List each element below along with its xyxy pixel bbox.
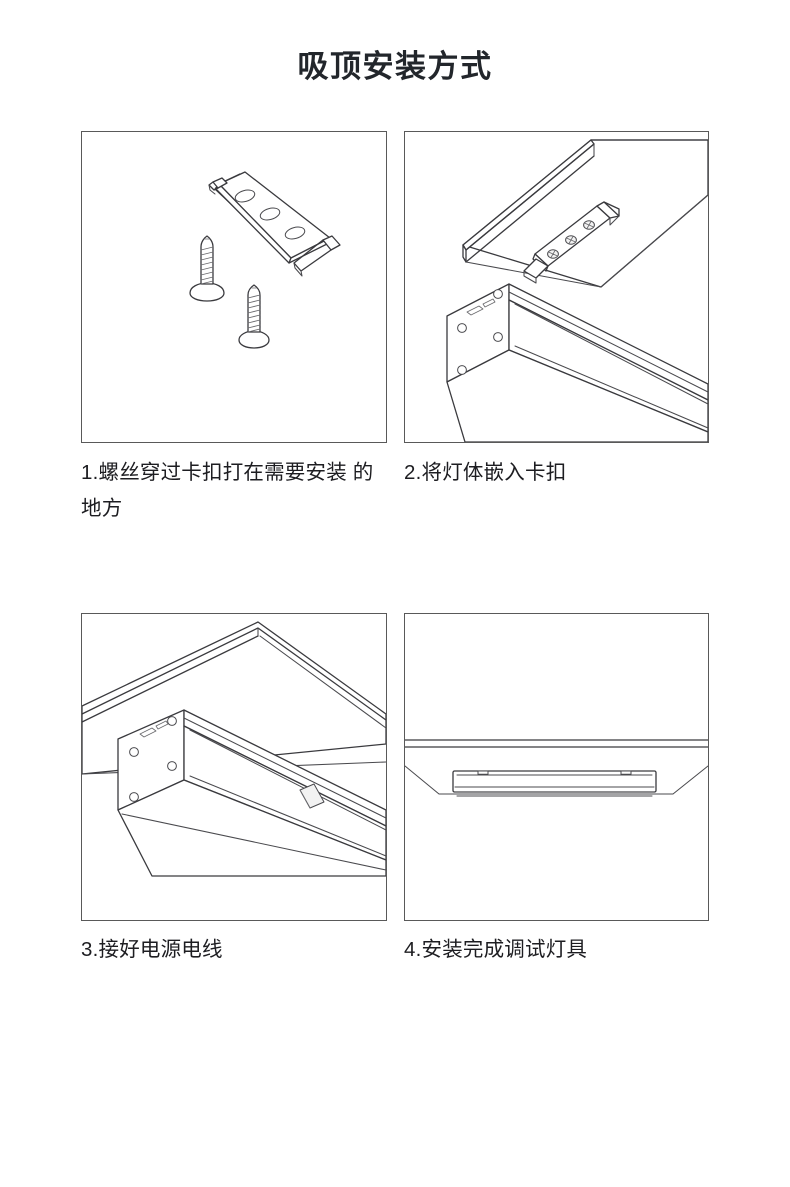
- cable-connector-icon: [299, 783, 325, 809]
- step-4-illustration-panel: [404, 613, 709, 921]
- ceiling-line-icon: [405, 739, 708, 748]
- page-title: 吸顶安装方式: [297, 49, 493, 84]
- step-1-illustration-panel: [81, 131, 387, 443]
- bracket-and-screws-drawing: [189, 171, 341, 349]
- bracket-on-ceiling-and-fixture-drawing: [446, 139, 708, 442]
- step-3-caption: 3.接好电源电线: [81, 938, 223, 961]
- ceiling-bevel-icon: [405, 765, 708, 795]
- bracket-screw-3: [583, 220, 595, 230]
- step-2-illustration-panel: [404, 131, 709, 443]
- bracket-screw-1: [547, 249, 559, 259]
- step-4-caption: 4.安装完成调试灯具: [404, 938, 588, 961]
- step-3-illustration-panel: [81, 613, 387, 921]
- linear-light-fixture-icon: [452, 770, 657, 797]
- bracket-hole-1: [234, 189, 256, 203]
- linear-light-fixture-icon: [117, 709, 386, 877]
- screw-2-icon: [238, 284, 270, 349]
- linear-light-fixture-icon: [446, 283, 708, 442]
- step-2-caption: 2.将灯体嵌入卡扣: [404, 461, 567, 484]
- ceiling-panel-icon: [462, 139, 708, 288]
- screw-1-icon: [189, 235, 225, 302]
- step-1-caption: 1.螺丝穿过卡扣打在需要安装 的地方: [81, 461, 374, 520]
- bracket-screw-2: [565, 235, 577, 245]
- bracket-hole-2: [259, 207, 281, 221]
- bracket-hole-3: [284, 226, 306, 240]
- finished-installation-drawing: [405, 739, 708, 797]
- mounted-bracket-icon: [523, 201, 620, 284]
- fixture-against-ceiling-drawing: [82, 621, 386, 877]
- mounting-bracket-icon: [208, 171, 341, 277]
